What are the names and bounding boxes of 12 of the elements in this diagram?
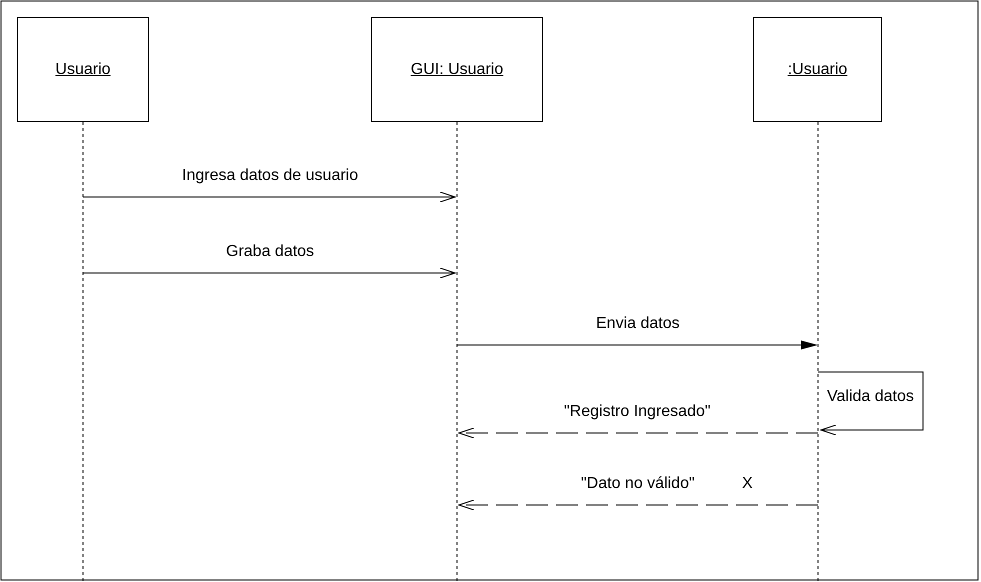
- message-arrow: [82, 192, 456, 202]
- object-box: :Usuario: [753, 17, 882, 122]
- object-box: Usuario: [17, 17, 149, 122]
- message-arrow: [456, 340, 816, 350]
- return-message-arrow: [458, 428, 818, 438]
- edge-label: "Registro Ingresado": [563, 403, 712, 421]
- edge-label: Valida datos: [826, 388, 915, 406]
- message-arrow: [82, 268, 456, 278]
- edge-label: Ingresa datos de usuario: [181, 167, 360, 185]
- object-box: GUI: Usuario: [371, 17, 543, 122]
- self-message-arrow: [818, 372, 924, 436]
- return-message-arrow: [458, 500, 818, 510]
